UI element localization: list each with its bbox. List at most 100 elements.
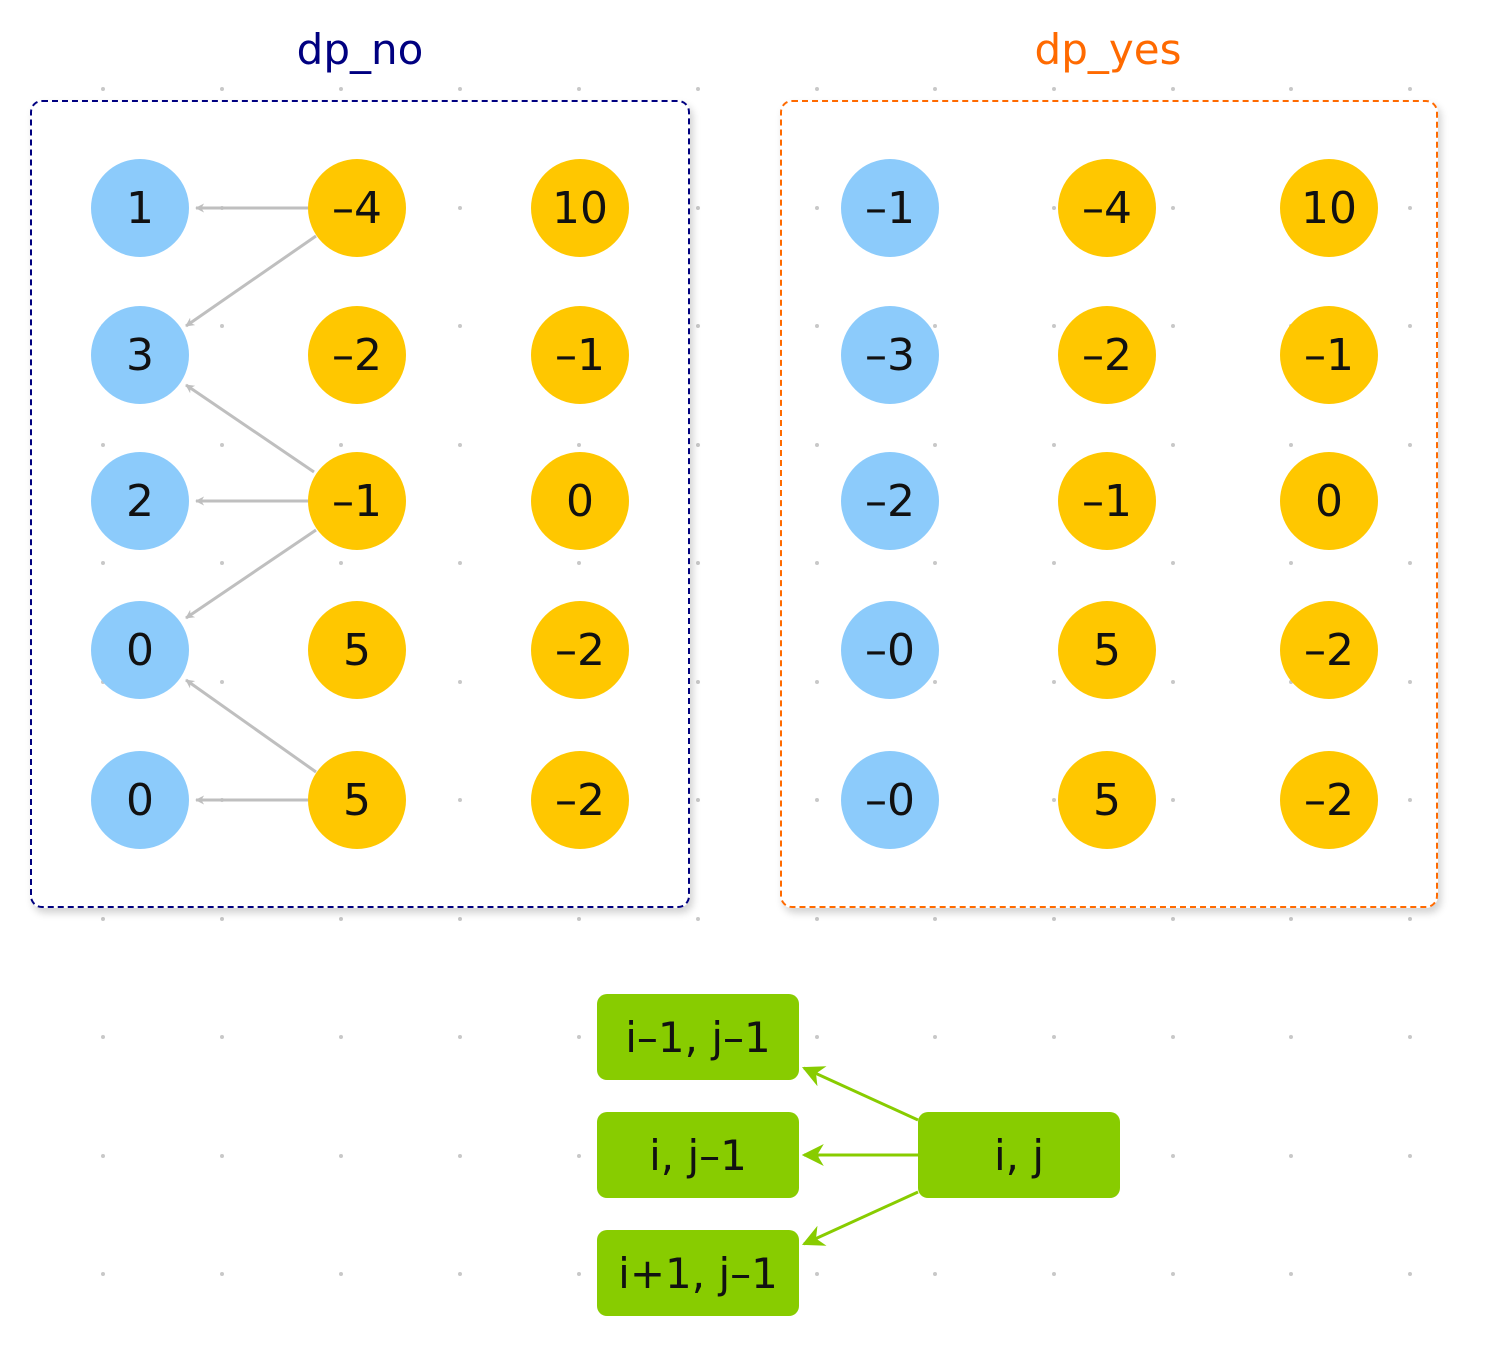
- dp-yes-node: 5: [1058, 601, 1156, 699]
- grid-dot: [577, 443, 581, 447]
- grid-dot: [933, 324, 937, 328]
- grid-dot: [1171, 206, 1175, 210]
- grid-dot: [815, 561, 819, 565]
- grid-dot: [577, 1035, 581, 1039]
- dp-no-node: 5: [308, 751, 406, 849]
- grid-dot: [1052, 917, 1056, 921]
- grid-dot: [101, 561, 105, 565]
- grid-dot: [1052, 1272, 1056, 1276]
- arrow-row4-to-row3: [185, 678, 317, 774]
- grid-dot: [696, 87, 700, 91]
- grid-dot: [1052, 680, 1056, 684]
- grid-dot: [815, 680, 819, 684]
- grid-dot: [1052, 206, 1056, 210]
- grid-dot: [458, 1154, 462, 1158]
- grid-dot: [1289, 87, 1293, 91]
- dp-no-frame: [30, 100, 690, 908]
- dp-no-node: –1: [531, 306, 629, 404]
- grid-dot: [1289, 1035, 1293, 1039]
- grid-dot: [1408, 87, 1412, 91]
- grid-dot: [1052, 798, 1056, 802]
- dp-yes-node: 10: [1280, 159, 1378, 257]
- grid-dot: [339, 1035, 343, 1039]
- dp-yes-node: –1: [841, 159, 939, 257]
- grid-dot: [933, 1272, 937, 1276]
- grid-dot: [1408, 917, 1412, 921]
- dp-yes-node: –0: [841, 601, 939, 699]
- dp-yes-node: –0: [841, 751, 939, 849]
- grid-dot: [815, 1272, 819, 1276]
- grid-dot: [458, 1272, 462, 1276]
- grid-dot: [1408, 798, 1412, 802]
- grid-dot: [101, 1035, 105, 1039]
- grid-dot: [220, 917, 224, 921]
- dp-no-node: 0: [91, 751, 189, 849]
- grid-dot: [220, 1035, 224, 1039]
- grid-dot: [1408, 1035, 1412, 1039]
- dp-no-node: –2: [531, 751, 629, 849]
- grid-dot: [933, 917, 937, 921]
- grid-dot: [1408, 561, 1412, 565]
- grid-dot: [933, 1035, 937, 1039]
- grid-dot: [1171, 680, 1175, 684]
- grid-dot: [577, 87, 581, 91]
- grid-dot: [220, 1272, 224, 1276]
- grid-dot: [220, 87, 224, 91]
- grid-dot: [1408, 324, 1412, 328]
- grid-dot: [458, 798, 462, 802]
- grid-dot: [577, 917, 581, 921]
- grid-dot: [458, 87, 462, 91]
- grid-dot: [458, 206, 462, 210]
- dp-yes-frame: [780, 100, 1438, 908]
- grid-dot: [933, 87, 937, 91]
- legend-box-source: i, j: [918, 1112, 1120, 1198]
- grid-dot: [696, 561, 700, 565]
- grid-dot: [1171, 561, 1175, 565]
- grid-dot: [1408, 1154, 1412, 1158]
- grid-dot: [1289, 1154, 1293, 1158]
- grid-dot: [577, 561, 581, 565]
- grid-dot: [577, 1154, 581, 1158]
- arrow-to-up-left: [801, 1066, 919, 1122]
- grid-dot: [1171, 1035, 1175, 1039]
- dp-no-node: –1: [308, 452, 406, 550]
- grid-dot: [1289, 561, 1293, 565]
- dp-yes-node: –2: [841, 452, 939, 550]
- grid-dot: [220, 680, 224, 684]
- grid-dot: [1289, 443, 1293, 447]
- arrow-row2-to-row1: [185, 383, 315, 474]
- grid-dot: [220, 324, 224, 328]
- grid-dot: [1408, 680, 1412, 684]
- dp-yes-node: –3: [841, 306, 939, 404]
- arrow-row2-to-row3: [185, 528, 317, 620]
- grid-dot: [220, 1154, 224, 1158]
- grid-dot: [339, 443, 343, 447]
- arrow-to-down-left: [801, 1190, 919, 1246]
- dp-yes-node: –1: [1058, 452, 1156, 550]
- grid-dot: [933, 680, 937, 684]
- arrow-row0-to-row1: [185, 234, 317, 328]
- grid-dot: [696, 680, 700, 684]
- dp-yes-node: –4: [1058, 159, 1156, 257]
- grid-dot: [1052, 1035, 1056, 1039]
- dp-no-node: 3: [91, 306, 189, 404]
- dp-yes-node: –2: [1280, 601, 1378, 699]
- dp-no-node: 5: [308, 601, 406, 699]
- grid-dot: [1171, 1272, 1175, 1276]
- grid-dot: [815, 324, 819, 328]
- grid-dot: [339, 917, 343, 921]
- grid-dot: [933, 443, 937, 447]
- grid-dot: [1171, 917, 1175, 921]
- grid-dot: [815, 917, 819, 921]
- grid-dot: [339, 1154, 343, 1158]
- grid-dot: [815, 798, 819, 802]
- grid-dot: [696, 798, 700, 802]
- grid-dot: [1408, 443, 1412, 447]
- dp-no-node: 1: [91, 159, 189, 257]
- dp-no-node: –2: [308, 306, 406, 404]
- grid-dot: [1052, 87, 1056, 91]
- dp-yes-node: 0: [1280, 452, 1378, 550]
- grid-dot: [1052, 443, 1056, 447]
- grid-dot: [696, 443, 700, 447]
